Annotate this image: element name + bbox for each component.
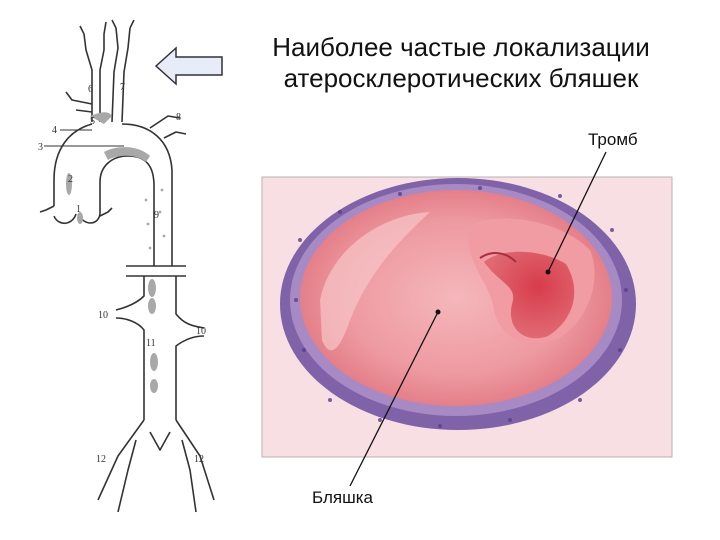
plaque-micrograph [261, 176, 673, 458]
slide-title: Наиболее частые локализации атеросклерот… [218, 32, 704, 94]
carotid-artery-left [83, 33, 105, 122]
site-number: 4 [52, 125, 57, 136]
site-number: 10 [196, 326, 206, 337]
slide-title-line-2: атеросклеротических бляшек [283, 63, 639, 93]
site-number: 6 [88, 84, 93, 95]
site-number: 12 [96, 454, 106, 465]
site-number: 10 [98, 310, 108, 321]
carotid-artery-right [111, 27, 131, 123]
plaque-leader-line [349, 311, 439, 487]
site-leader-lines [44, 129, 124, 147]
site-number: 2 [68, 174, 73, 185]
slide-title-line-1: Наиболее частые локализации [272, 32, 650, 62]
plaque-markings [66, 112, 166, 393]
aortic-root [39, 205, 113, 225]
site-number: 5 [90, 116, 95, 127]
aorta-schematic [39, 19, 215, 513]
aortic-arch-inner [99, 155, 155, 266]
site-number: 11 [146, 338, 156, 349]
diaphragm-break [126, 265, 186, 277]
site-number: 7 [120, 82, 125, 93]
thrombus-label: Тромб [588, 130, 638, 149]
plaque-label: Бляшка [312, 488, 373, 507]
left-arrow-icon [154, 46, 223, 86]
iliac-arteries [97, 419, 215, 513]
abdominal-aorta [115, 276, 145, 420]
site-number: 3 [38, 142, 43, 153]
thrombus-leader-line [547, 151, 607, 273]
subclavian-branch [149, 115, 187, 139]
site-number: 9 [154, 210, 159, 221]
thrombus [484, 251, 575, 339]
site-numbers: 1 2 3 4 5 6 7 8 9 10 10 11 12 12 [38, 82, 206, 465]
aortic-arch-outer [53, 123, 93, 206]
site-number: 12 [194, 454, 204, 465]
site-number: 1 [76, 204, 81, 215]
site-number: 8 [176, 112, 181, 123]
